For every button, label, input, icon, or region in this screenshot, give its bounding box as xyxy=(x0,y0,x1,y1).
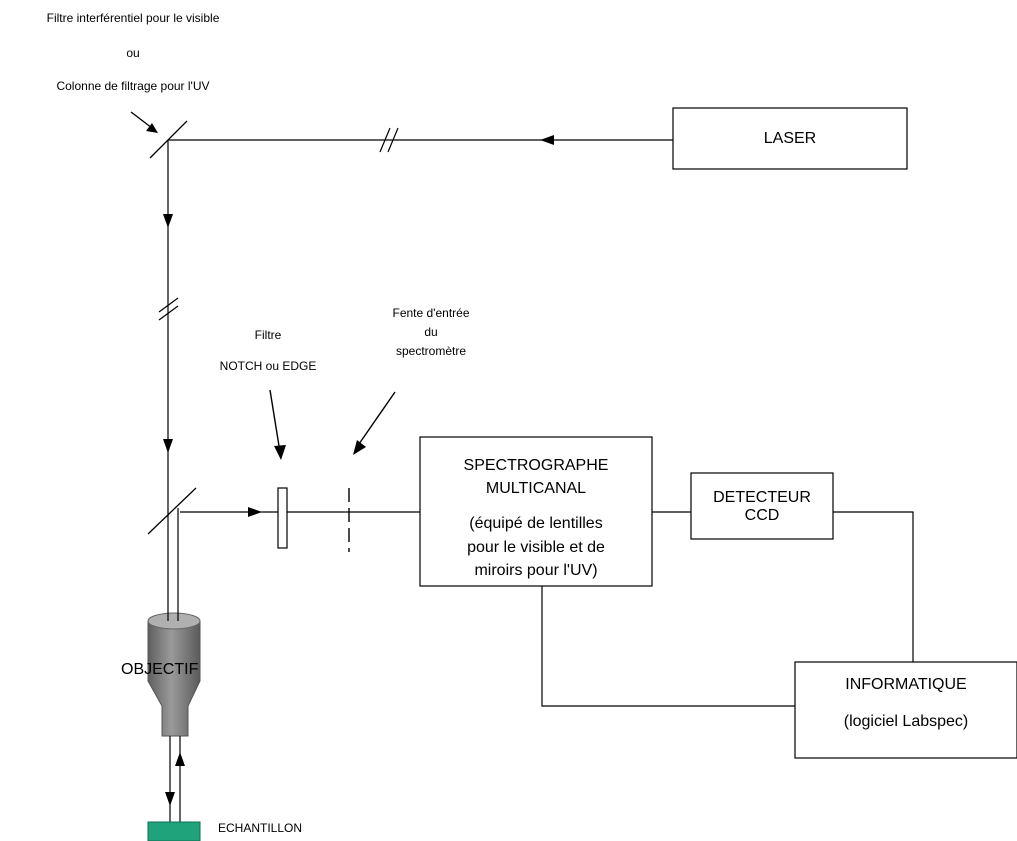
detector-label-line2: CCD xyxy=(744,507,780,524)
computer-box xyxy=(794,661,1017,759)
computer-label-line1: INFORMATIQUE xyxy=(845,676,967,693)
objective-lens xyxy=(147,612,201,737)
notch-filter xyxy=(277,487,288,549)
filter-label-line3: Colonne de filtrage pour l'UV xyxy=(56,79,210,93)
top-filter-pointer xyxy=(130,111,153,129)
vertical-break-mark-1 xyxy=(158,305,179,321)
filter-label-line2: ou xyxy=(126,46,140,60)
spectro-label-line5: miroirs pour l'UV) xyxy=(474,562,598,579)
spectro-label-line2: MULTICANAL xyxy=(485,480,587,497)
beam-arrow-down-2 xyxy=(163,439,173,453)
slit-label-line2: du xyxy=(424,325,438,339)
laser-box xyxy=(672,107,908,170)
spectro-label-line4: pour le visible et de xyxy=(467,539,605,556)
slit-pointer-head xyxy=(353,440,366,455)
spectro-label-line3: (équipé de lentilles xyxy=(469,515,603,532)
slit-pointer xyxy=(358,391,396,445)
top-filter-mirror xyxy=(149,120,188,159)
filter-label-line1: Filtre interférentiel pour le visible xyxy=(46,11,220,25)
top-filter-pointer-head xyxy=(146,123,158,133)
beam-break-mark-1 xyxy=(379,127,391,153)
laser-label: LASER xyxy=(763,130,817,147)
detector-label-line1: DETECTEUR xyxy=(713,489,811,506)
beam-arrow-down-1 xyxy=(163,214,173,228)
beam-arrow-right xyxy=(248,507,262,517)
sample-block xyxy=(147,821,201,841)
objective-label: OBJECTIF xyxy=(121,661,199,678)
notch-filter-pointer xyxy=(269,389,280,447)
beam-break-mark-2 xyxy=(387,127,399,153)
slit-label-line3: spectromètre xyxy=(395,344,467,358)
detector-computer-link xyxy=(833,511,914,662)
beam-arrow-up xyxy=(175,752,185,766)
beam-arrow-left xyxy=(540,135,554,145)
slit-label-line1: Fente d'entrée xyxy=(392,306,470,320)
spectrograph-box xyxy=(419,436,653,587)
notch-label-line2: NOTCH ou EDGE xyxy=(219,359,317,373)
beamsplitter-mirror xyxy=(147,487,197,535)
notch-label-line1: Filtre xyxy=(254,328,282,342)
detector-box xyxy=(690,472,834,540)
notch-filter-pointer-head xyxy=(274,445,286,460)
spectro-computer-link xyxy=(541,586,795,707)
spectro-label-line1: SPECTROGRAPHE xyxy=(463,457,609,474)
sample-label: ECHANTILLON xyxy=(218,821,303,835)
computer-label-line2: (logiciel Labspec) xyxy=(843,713,969,730)
beam-arrow-down-3 xyxy=(165,792,175,806)
vertical-break-mark-2 xyxy=(158,297,179,313)
